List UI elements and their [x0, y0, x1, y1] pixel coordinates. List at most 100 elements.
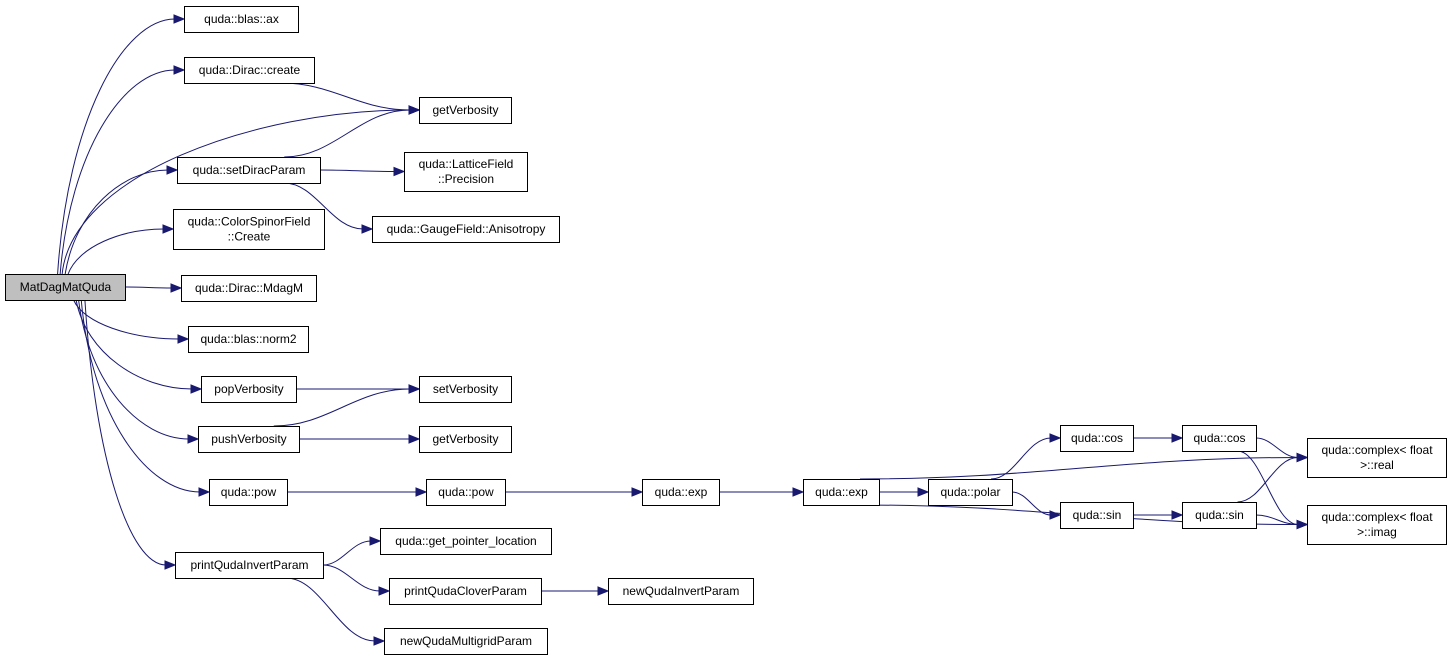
edge-matdag-to-printqip — [84, 299, 177, 570]
node-dcreate[interactable]: quda::Dirac::create — [184, 57, 315, 84]
edge-pow1-to-pow2 — [286, 487, 428, 497]
node-box — [608, 578, 754, 605]
edge-cos1-to-cos2 — [1132, 433, 1184, 443]
node-label: quda::blas::norm2 — [200, 332, 296, 346]
arrowhead-icon — [187, 434, 200, 444]
node-exp2[interactable]: quda::exp — [803, 479, 880, 506]
node-label: quda::sin — [1073, 508, 1122, 522]
node-box — [177, 157, 321, 184]
edge-matdag-to-pow1 — [80, 299, 211, 497]
node-getv1[interactable]: getVerbosity — [419, 97, 512, 124]
arrowhead-icon — [173, 65, 186, 75]
arrowhead-icon — [198, 487, 211, 497]
node-printqip[interactable]: printQudaInvertParam — [175, 552, 324, 579]
node-getptr[interactable]: quda::get_pointer_location — [380, 528, 552, 555]
node-box — [1182, 502, 1257, 529]
node-box — [928, 479, 1013, 506]
node-sin1[interactable]: quda::sin — [1060, 502, 1134, 529]
nodes-layer: MatDagMatQuda quda::blas::axquda::Dirac::… — [5, 6, 1447, 655]
node-matdag[interactable]: MatDagMatQuda — [5, 274, 126, 301]
arrowhead-icon — [393, 166, 406, 177]
node-cos2[interactable]: quda::cos — [1182, 425, 1257, 452]
edge-line — [80, 299, 201, 493]
node-label: quda::ColorSpinorField — [188, 215, 311, 229]
edge-polar-to-sin1 — [1011, 491, 1062, 520]
edge-line — [1237, 457, 1299, 503]
node-ax[interactable]: quda::blas::ax — [184, 6, 299, 33]
node-label: printQudaInvertParam — [190, 558, 308, 572]
edge-setdp-to-gfaniso — [284, 182, 374, 234]
node-pushv[interactable]: pushVerbosity — [198, 426, 300, 453]
node-label: popVerbosity — [214, 382, 283, 396]
edge-line — [281, 82, 411, 111]
node-getv2[interactable]: getVerbosity — [419, 426, 512, 453]
arrowhead-icon — [373, 636, 386, 646]
node-label: ::Create — [228, 230, 271, 244]
node-lfprec[interactable]: quda::LatticeField::Precision — [404, 152, 528, 192]
arrowhead-icon — [164, 560, 177, 570]
node-csfcreate[interactable]: quda::ColorSpinorField::Create — [173, 209, 325, 250]
node-label: MatDagMatQuda — [20, 280, 112, 294]
edge-line — [319, 169, 396, 172]
node-gfaniso[interactable]: quda::GaugeField::Anisotropy — [372, 216, 560, 243]
node-setv[interactable]: setVerbosity — [419, 376, 512, 403]
node-label: getVerbosity — [432, 432, 498, 446]
arrowhead-icon — [190, 384, 203, 394]
node-box — [380, 528, 552, 555]
node-polar[interactable]: quda::polar — [928, 479, 1013, 506]
node-box — [803, 479, 880, 506]
arrowhead-icon — [792, 487, 805, 497]
node-norm2[interactable]: quda::blas::norm2 — [188, 326, 309, 353]
node-cimag[interactable]: quda::complex< float>::imag — [1307, 505, 1447, 545]
arrowhead-icon — [1296, 519, 1309, 530]
edge-line — [59, 69, 176, 275]
arrowhead-icon — [1296, 452, 1309, 463]
node-setdp[interactable]: quda::setDiracParam — [177, 157, 321, 184]
arrowhead-icon — [361, 224, 374, 234]
node-exp1[interactable]: quda::exp — [642, 479, 720, 506]
edge-pushv-to-getv2 — [299, 434, 421, 444]
node-box — [209, 479, 288, 506]
edge-setdp-to-lfprec — [319, 166, 406, 177]
node-box — [5, 274, 126, 301]
node-sin2[interactable]: quda::sin — [1182, 502, 1257, 529]
node-creal[interactable]: quda::complex< float>::real — [1307, 438, 1447, 478]
node-box — [184, 6, 299, 33]
edge-exp2-to-polar — [878, 487, 930, 497]
edge-line — [284, 109, 411, 158]
node-popv[interactable]: popVerbosity — [201, 376, 297, 403]
node-box — [389, 578, 542, 605]
node-mdagm[interactable]: quda::Dirac::MdagM — [181, 275, 317, 302]
edge-dcreate-to-getv1 — [281, 82, 421, 115]
node-label: quda::pow — [221, 485, 277, 499]
edge-line — [990, 437, 1052, 480]
node-newqmp[interactable]: newQudaMultigridParam — [384, 628, 548, 655]
edge-matdag-to-dcreate — [59, 65, 186, 275]
edge-pushv-to-setv — [273, 384, 421, 427]
edge-matdag-to-popv — [75, 299, 203, 394]
edge-line — [78, 299, 190, 440]
node-box — [175, 552, 324, 579]
node-box — [404, 152, 528, 192]
edge-line — [64, 169, 169, 275]
node-box — [1060, 425, 1134, 452]
node-box — [188, 326, 309, 353]
edge-line — [75, 299, 193, 390]
node-box — [201, 376, 297, 403]
node-pow1[interactable]: quda::pow — [209, 479, 288, 506]
edge-line — [285, 577, 376, 642]
edge-line — [859, 457, 1299, 480]
arrowhead-icon — [1171, 510, 1184, 520]
node-label: ::Precision — [438, 172, 494, 186]
node-label: quda::exp — [655, 485, 708, 499]
edge-line — [67, 228, 165, 275]
arrowhead-icon — [1171, 433, 1184, 443]
node-printqcp[interactable]: printQudaCloverParam — [389, 578, 542, 605]
node-cos1[interactable]: quda::cos — [1060, 425, 1134, 452]
edge-line — [284, 182, 364, 230]
node-pow2[interactable]: quda::pow — [426, 479, 506, 506]
edge-printqip-to-printqcp — [322, 564, 391, 596]
edge-matdag-to-mdagm — [124, 283, 183, 293]
node-newqip[interactable]: newQudaInvertParam — [608, 578, 754, 605]
